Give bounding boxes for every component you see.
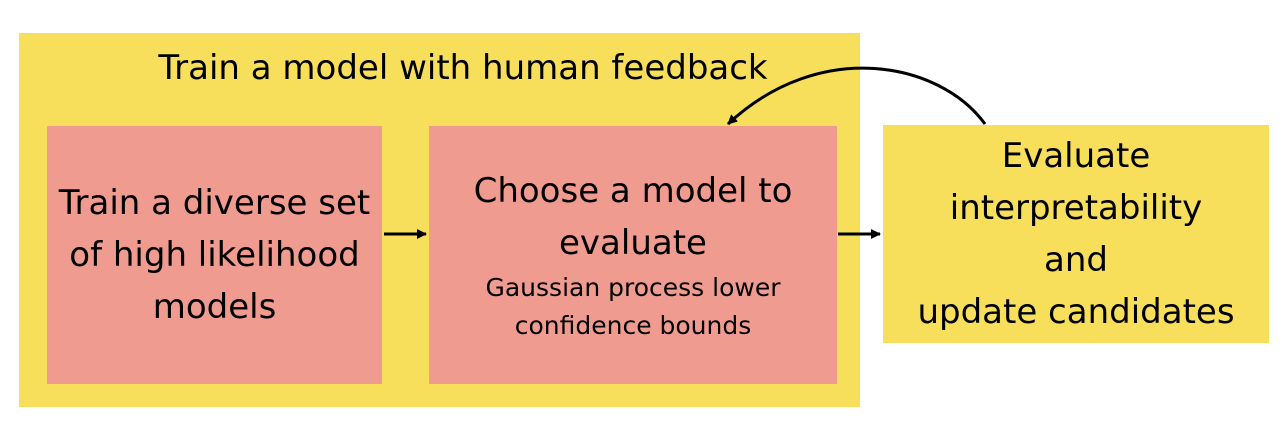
train-diverse-models-box: Train a diverse set of high likelihood m… xyxy=(47,126,382,384)
evaluate-box-line-1: Evaluate xyxy=(1001,136,1151,176)
choose-box-sub-line-1: Gaussian process lower xyxy=(485,273,781,302)
choose-box-sub-line-2: confidence bounds xyxy=(514,311,752,340)
choose-box-line-1: Choose a model to xyxy=(473,171,793,211)
outer-title: Train a model with human feedback xyxy=(158,48,768,88)
evaluate-box-line-4: update candidates xyxy=(917,292,1235,332)
evaluate-box: Evaluate interpretability and update can… xyxy=(883,125,1269,343)
choose-box-line-2: evaluate xyxy=(559,223,707,263)
evaluate-box-line-2: interpretability xyxy=(949,188,1203,228)
choose-model-box: Choose a model to evaluate Gaussian proc… xyxy=(429,126,837,384)
arrow-feedback-loop xyxy=(726,66,987,126)
train-box-line-2: of high likelihood xyxy=(69,235,360,275)
train-box-line-3: models xyxy=(152,287,277,327)
evaluate-box-line-3: and xyxy=(1044,240,1108,280)
train-box-line-1: Train a diverse set xyxy=(58,183,371,223)
